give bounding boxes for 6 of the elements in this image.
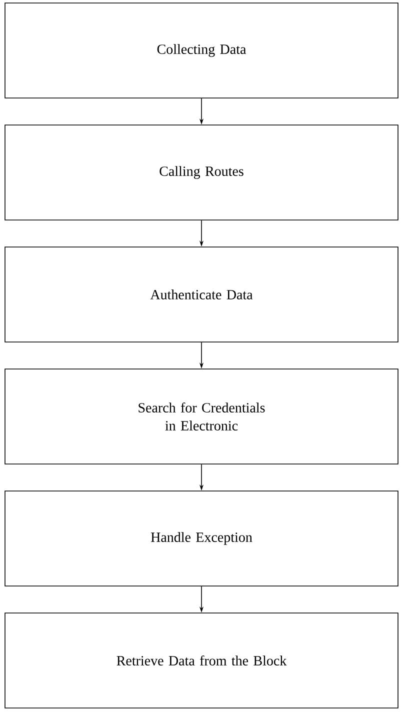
- process-box: Calling Routes: [4, 124, 398, 220]
- process-box: Retrieve Data from the Block: [4, 612, 398, 708]
- process-box: Handle Exception: [4, 490, 398, 586]
- process-box: Authenticate Data: [4, 246, 398, 342]
- process-box: Collecting Data: [4, 2, 398, 98]
- process-box: Search for Credentials in Electronic: [4, 368, 398, 464]
